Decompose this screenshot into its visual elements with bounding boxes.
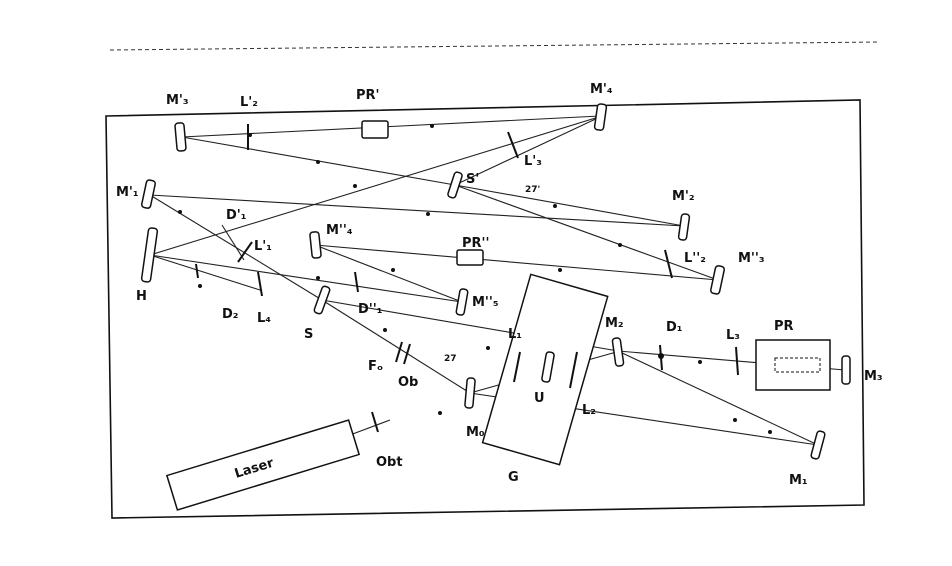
label-d1-prime: D'₁ <box>226 208 246 223</box>
label-d1: D₁ <box>666 320 683 335</box>
beam-markers <box>178 124 772 434</box>
label-mo: M₀ <box>466 425 485 440</box>
label-l3-prime: L'₃ <box>524 154 542 169</box>
label-pr: PR <box>774 319 794 334</box>
lens-l1-prime <box>237 241 253 263</box>
mirror-m3 <box>841 355 851 385</box>
splitter-s <box>313 285 331 315</box>
diaphragm-d2 <box>195 263 199 279</box>
lens-l2 <box>569 351 578 389</box>
prism-pr-dprime <box>456 249 484 266</box>
label-l2: L₂ <box>582 403 596 418</box>
label-m2-prime: M'₂ <box>672 189 695 204</box>
label-h: H <box>136 289 147 304</box>
label-27: 27 <box>444 354 457 364</box>
label-d2: D₂ <box>222 307 239 322</box>
shutter-obt <box>371 411 379 433</box>
top-dashed-line <box>109 41 881 51</box>
mirror-m3-dprime <box>710 265 726 295</box>
element-u <box>541 351 555 383</box>
label-s-prime: S' <box>466 172 479 187</box>
mirror-m2 <box>611 337 625 367</box>
lens-l3 <box>735 346 739 376</box>
label-m3: M₃ <box>864 369 883 384</box>
mirror-m2-prime <box>677 213 691 241</box>
label-m3-prime: M'₃ <box>166 93 189 108</box>
label-d1-dprime: D''₁ <box>358 302 382 317</box>
label-pr-dprime: PR'' <box>462 236 490 251</box>
lens-l4 <box>257 271 263 297</box>
label-m1: M₁ <box>789 473 808 488</box>
label-m2: M₂ <box>605 316 624 331</box>
mirror-m4-dprime <box>309 231 322 259</box>
label-ob: Ob <box>398 375 418 390</box>
objective-ob <box>403 343 411 365</box>
label-l2-dprime: L''₂ <box>684 251 706 266</box>
laser-body <box>165 419 361 511</box>
label-g: G <box>508 470 519 485</box>
diaphragm-d1 <box>658 344 664 371</box>
mirror-m5-dprime <box>455 288 469 316</box>
label-l2-prime: L'₂ <box>240 95 258 110</box>
label-u: U <box>534 391 545 406</box>
label-pr-prime: PR' <box>356 88 380 103</box>
holder-h <box>140 227 159 283</box>
mirror-m1 <box>810 430 826 460</box>
label-l1-prime: L'₁ <box>254 239 272 254</box>
mirror-m4-prime <box>593 103 608 131</box>
label-l1: L₁ <box>508 327 522 342</box>
label-m4-dprime: M''₄ <box>326 223 353 238</box>
mirror-m1-prime <box>140 179 156 209</box>
prism-box-pr <box>755 339 831 391</box>
label-fo: Fₒ <box>368 359 383 374</box>
label-obt: Obt <box>376 455 403 470</box>
diaphragm-d1-dprime <box>354 271 359 293</box>
label-m4-prime: M'₄ <box>590 82 613 97</box>
prism-pr-prime <box>361 120 389 139</box>
label-27-prime: 27' <box>525 185 540 195</box>
filter-fo <box>395 341 403 363</box>
label-m1-prime: M'₁ <box>116 185 139 200</box>
table-frame <box>105 99 865 519</box>
lens-l2-dprime <box>664 249 673 279</box>
lens-l1 <box>513 351 521 383</box>
label-l3: L₃ <box>726 328 740 343</box>
splitter-s-prime <box>447 171 463 199</box>
label-l4: L₄ <box>257 311 271 326</box>
mirror-m3-prime <box>174 122 187 152</box>
mirror-mo <box>464 377 476 409</box>
lens-l3-prime <box>507 131 519 159</box>
label-m5-dprime: M''₅ <box>472 295 499 310</box>
label-m3-dprime: M''₃ <box>738 251 765 266</box>
label-s: S <box>304 327 313 342</box>
